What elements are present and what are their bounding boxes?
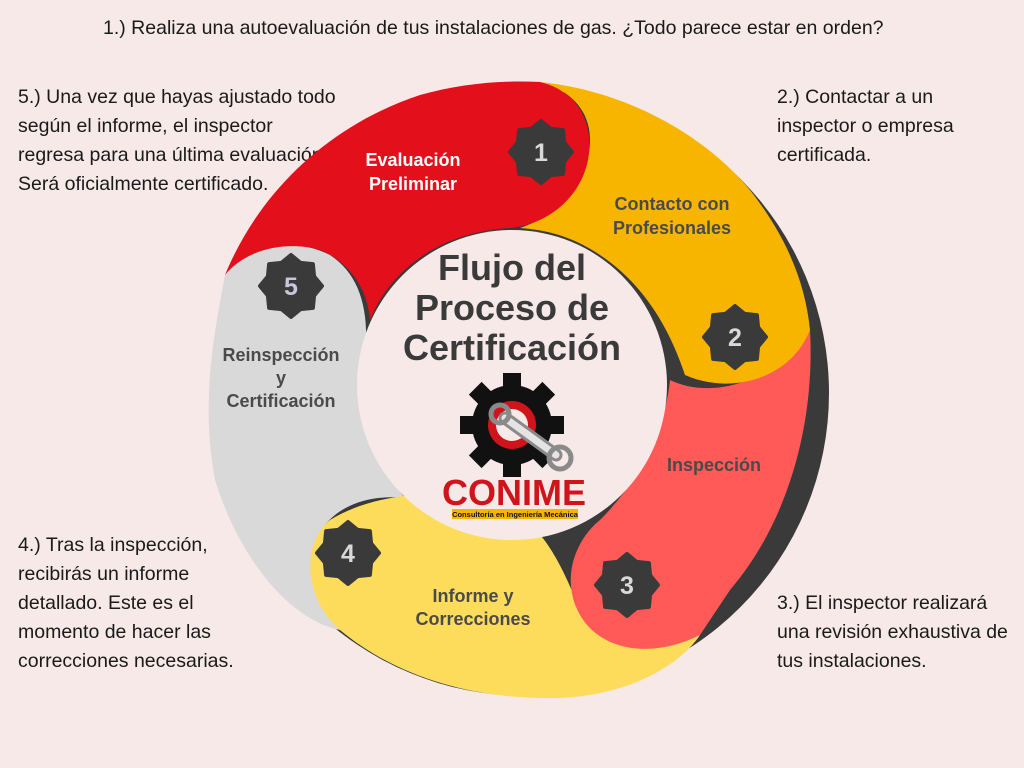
step-5-number: 5 [284,273,298,301]
segment-5-label: Reinspección y Certificación [222,345,339,411]
segment-4-label: Informe y Correcciones [415,586,530,629]
center-title-line-3: Certificación [403,327,621,368]
wrench-icon [488,402,574,472]
badge-shape [594,552,660,618]
segment-2-label-line-1: Contacto con [615,194,730,214]
step-5-badge: 5 [258,253,324,319]
segment-4-report [310,494,700,699]
step-1-badge: 1 [508,119,574,185]
step-3-number: 3 [620,572,634,600]
step-4-description: 4.) Tras la inspección, recibirás un inf… [18,534,234,672]
segment-1-label-line-1: Evaluación [365,150,460,170]
step-5-description: 5.) Una vez que hayas ajustado todo segú… [18,86,336,195]
segment-4-label-line-2: Correcciones [415,609,530,629]
segment-4-label-line-1: Informe y [432,586,513,606]
step-2-badge: 2 [702,304,768,370]
step-3-badge: 3 [594,552,660,618]
badge-shape [258,253,324,319]
step-4-number: 4 [341,540,355,568]
badge-shape [702,304,768,370]
segment-2-label-line-2: Profesionales [613,218,731,238]
center-title-line-2: Proceso de [415,287,609,328]
segment-1-label: Evaluación Preliminar [365,150,460,194]
step-2-number: 2 [728,324,742,352]
segment-5-reinspection [208,244,405,630]
logo-name: CONIME [442,472,586,513]
step-1-description: 1.) Realiza una autoevaluación de tus in… [103,17,884,39]
segment-5-label-line-3: Certificación [226,391,335,411]
conime-logo: CONIME Consultoría en Ingeniería Mecánic… [442,373,586,519]
segment-5-label-line-1: Reinspección [222,345,339,365]
segment-1-label-line-2: Preliminar [369,174,457,194]
step-badges: 1 2 3 4 5 [258,119,768,618]
step-2-description: 2.) Contactar a un inspector o empresa c… [777,86,954,166]
segment-1-evaluation [225,81,590,320]
segment-3-label-line-1: Inspección [667,455,761,475]
badge-shape [508,119,574,185]
badge-shape [315,520,381,586]
step-1-number: 1 [534,139,548,167]
step-3-description: 3.) El inspector realizará una revisión … [777,592,1008,672]
segment-2-label: Contacto con Profesionales [613,194,731,238]
ring-segments [208,81,811,699]
segment-5-label-line-2: y [276,368,286,388]
segment-3-label: Inspección [667,455,761,475]
center-title-line-1: Flujo del [438,247,586,288]
step-4-badge: 4 [315,520,381,586]
logo-tagline: Consultoría en Ingeniería Mecánica [452,510,579,519]
